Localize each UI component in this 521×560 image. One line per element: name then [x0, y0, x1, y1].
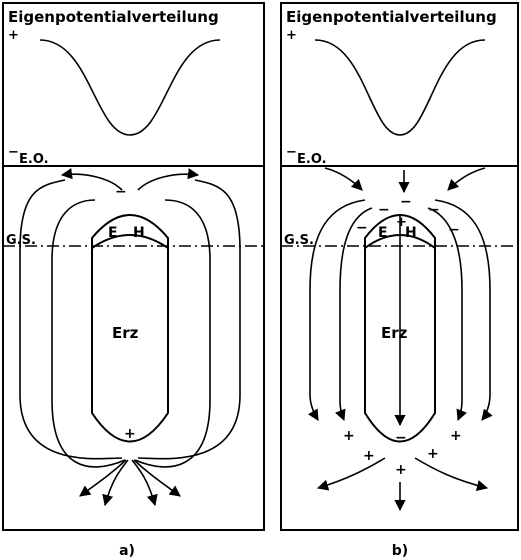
panel-a-oxidation-zone: [91, 214, 169, 248]
panel-a-ore-label: Erz: [112, 324, 139, 342]
panel-a-plus-mark: +: [8, 28, 19, 43]
panel-b-title: Eigenpotentialverteilung: [286, 8, 497, 26]
panel-b-current-line-inner-right: [427, 207, 467, 422]
panel-b-ore-label: Erz: [381, 324, 408, 342]
panel-b-h-label: H: [405, 225, 417, 241]
panel-a-title: Eigenpotentialverteilung: [8, 8, 219, 26]
panel-a-arrow-top-right: [137, 168, 200, 191]
panel-a-arrow-bottom-left-inner: [102, 459, 129, 507]
panel-b: Eigenpotentialverteilung + − E.O. G.S. E…: [280, 2, 519, 559]
panel-a-top-sign: −: [115, 184, 127, 200]
panel-a-ore-body: [91, 234, 169, 443]
panel-b-arrow-top-right: [447, 167, 486, 191]
panel-b-inner-plus: +: [396, 215, 407, 230]
panel-b-caption: b): [392, 543, 408, 559]
panel-a-potential-curve: [39, 39, 221, 136]
panel-a-arrow-bottom-right-inner: [131, 459, 158, 507]
panel-b-plus-bottom-left: +: [363, 448, 375, 464]
panel-a-frame: [2, 2, 265, 531]
panel-a-bottom-sign: +: [124, 426, 136, 442]
panel-a-current-line-inner-right: [134, 199, 211, 468]
panel-b-minus-top-center: −: [400, 194, 412, 210]
panel-a-e-label: E: [108, 225, 118, 241]
panel-b-frame: [280, 2, 519, 531]
panel-b-plus-bottom-center: +: [395, 462, 407, 478]
panel-b-current-line-outer-right: [434, 199, 493, 421]
panel-b-gs-label: G.S.: [284, 233, 314, 248]
panel-b-ore-body: [364, 234, 436, 443]
panel-a-arrow-top-left: [60, 168, 123, 191]
panel-b-e-label: E: [378, 225, 388, 241]
panel-a: Eigenpotentialverteilung + − E.O. G.S. −…: [2, 2, 265, 559]
panel-b-arrow-bottom-left: [316, 457, 386, 491]
panel-b-potential-curve: [314, 39, 486, 136]
panel-a-current-line-outer-left: [19, 179, 123, 460]
panel-a-h-label: H: [133, 225, 145, 241]
panel-b-eo-label: E.O.: [297, 152, 327, 167]
panel-b-current-line-outer-left: [308, 199, 366, 421]
panel-b-plus-bottom-right: +: [427, 446, 439, 462]
panel-b-current-line-inner-left: [335, 207, 373, 422]
panel-b-minus-top-left: −: [378, 202, 390, 218]
panel-b-arrow-top-left: [324, 167, 363, 191]
panel-a-eo-sign: −: [8, 145, 19, 160]
panel-a-arrow-bottom-left: [79, 459, 127, 497]
panel-b-minus-right: −: [448, 222, 460, 238]
panel-a-arrow-bottom-right: [133, 459, 181, 497]
panel-b-inner-minus: −: [395, 430, 407, 446]
panel-b-arrow-bottom-right: [414, 457, 489, 491]
panel-a-current-line-outer-right: [137, 179, 241, 460]
panel-a-eo-label: E.O.: [19, 152, 49, 167]
panel-b-plus-mark: +: [286, 28, 297, 43]
panel-b-eo-sign: −: [286, 145, 297, 160]
panel-b-minus-left: −: [356, 220, 368, 236]
panel-b-plus-left: +: [343, 428, 355, 444]
panel-b-plus-right: +: [450, 428, 462, 444]
panel-a-current-line-inner-left: [51, 199, 126, 468]
panel-a-caption: a): [119, 543, 135, 559]
